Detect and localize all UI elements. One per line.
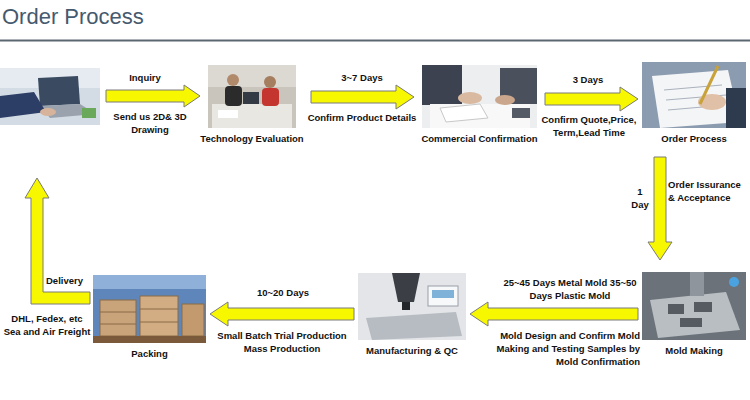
photo-machine [358,273,466,340]
step-note: Order Issurance & Acceptance [668,178,748,204]
title-rule [0,40,750,42]
block-arrow [470,302,638,326]
photo-warehouse [93,275,206,343]
step-caption: Commercial Confirmation [418,132,541,145]
step-caption: Technology Evaluation [197,132,307,145]
delivery-arrow [25,178,90,304]
step-note: Delivery [46,274,90,287]
photo-meeting [208,65,296,128]
step-node: Manufacturing & QC [358,273,466,357]
step-caption: Mold Making [642,344,746,357]
edge-label: 25~45 Days Metal Mold 35~50 Days Plastic… [500,276,640,302]
step-node: Technology Evaluation [197,65,307,145]
photo-mold [642,272,746,340]
step-note: Confirm Quote,Price, Term,Lead Time [535,113,643,139]
edge-label: 3 Days [555,73,621,86]
edge-label: 1 Day [629,185,651,211]
step-note: Send us 2D& 3D Drawing [105,110,195,136]
step-node: Commercial Confirmation [418,65,541,145]
step-note: Confirm Product Details [295,111,429,124]
step-note: Inquiry [115,71,175,84]
step-node: Packing [93,275,206,360]
block-arrow [311,85,414,109]
step-note: DHL, Fedex, etc Sea and Air Freight [3,312,91,338]
edge-label: 3~7 Days [320,71,404,84]
step-node: Mold Making [642,272,746,357]
photo-laptop [0,68,100,125]
step-note: Small Batch Trial Production Mass Produc… [206,329,358,355]
edge-label: 10~20 Days [243,286,323,299]
photo-signing [642,62,746,128]
block-arrow [210,302,354,326]
step-caption: Packing [93,347,206,360]
step-node: Order Process [642,62,746,145]
page-title: Order Process [2,4,144,30]
photo-handshake [422,65,537,128]
step-caption: Order Process [642,132,746,145]
step-note: Mold Design and Confirm Mold Making and … [472,329,640,368]
block-arrow [545,87,638,111]
step-caption: Manufacturing & QC [358,344,466,357]
block-arrow [648,157,672,260]
inquiry-arrow [106,85,200,107]
